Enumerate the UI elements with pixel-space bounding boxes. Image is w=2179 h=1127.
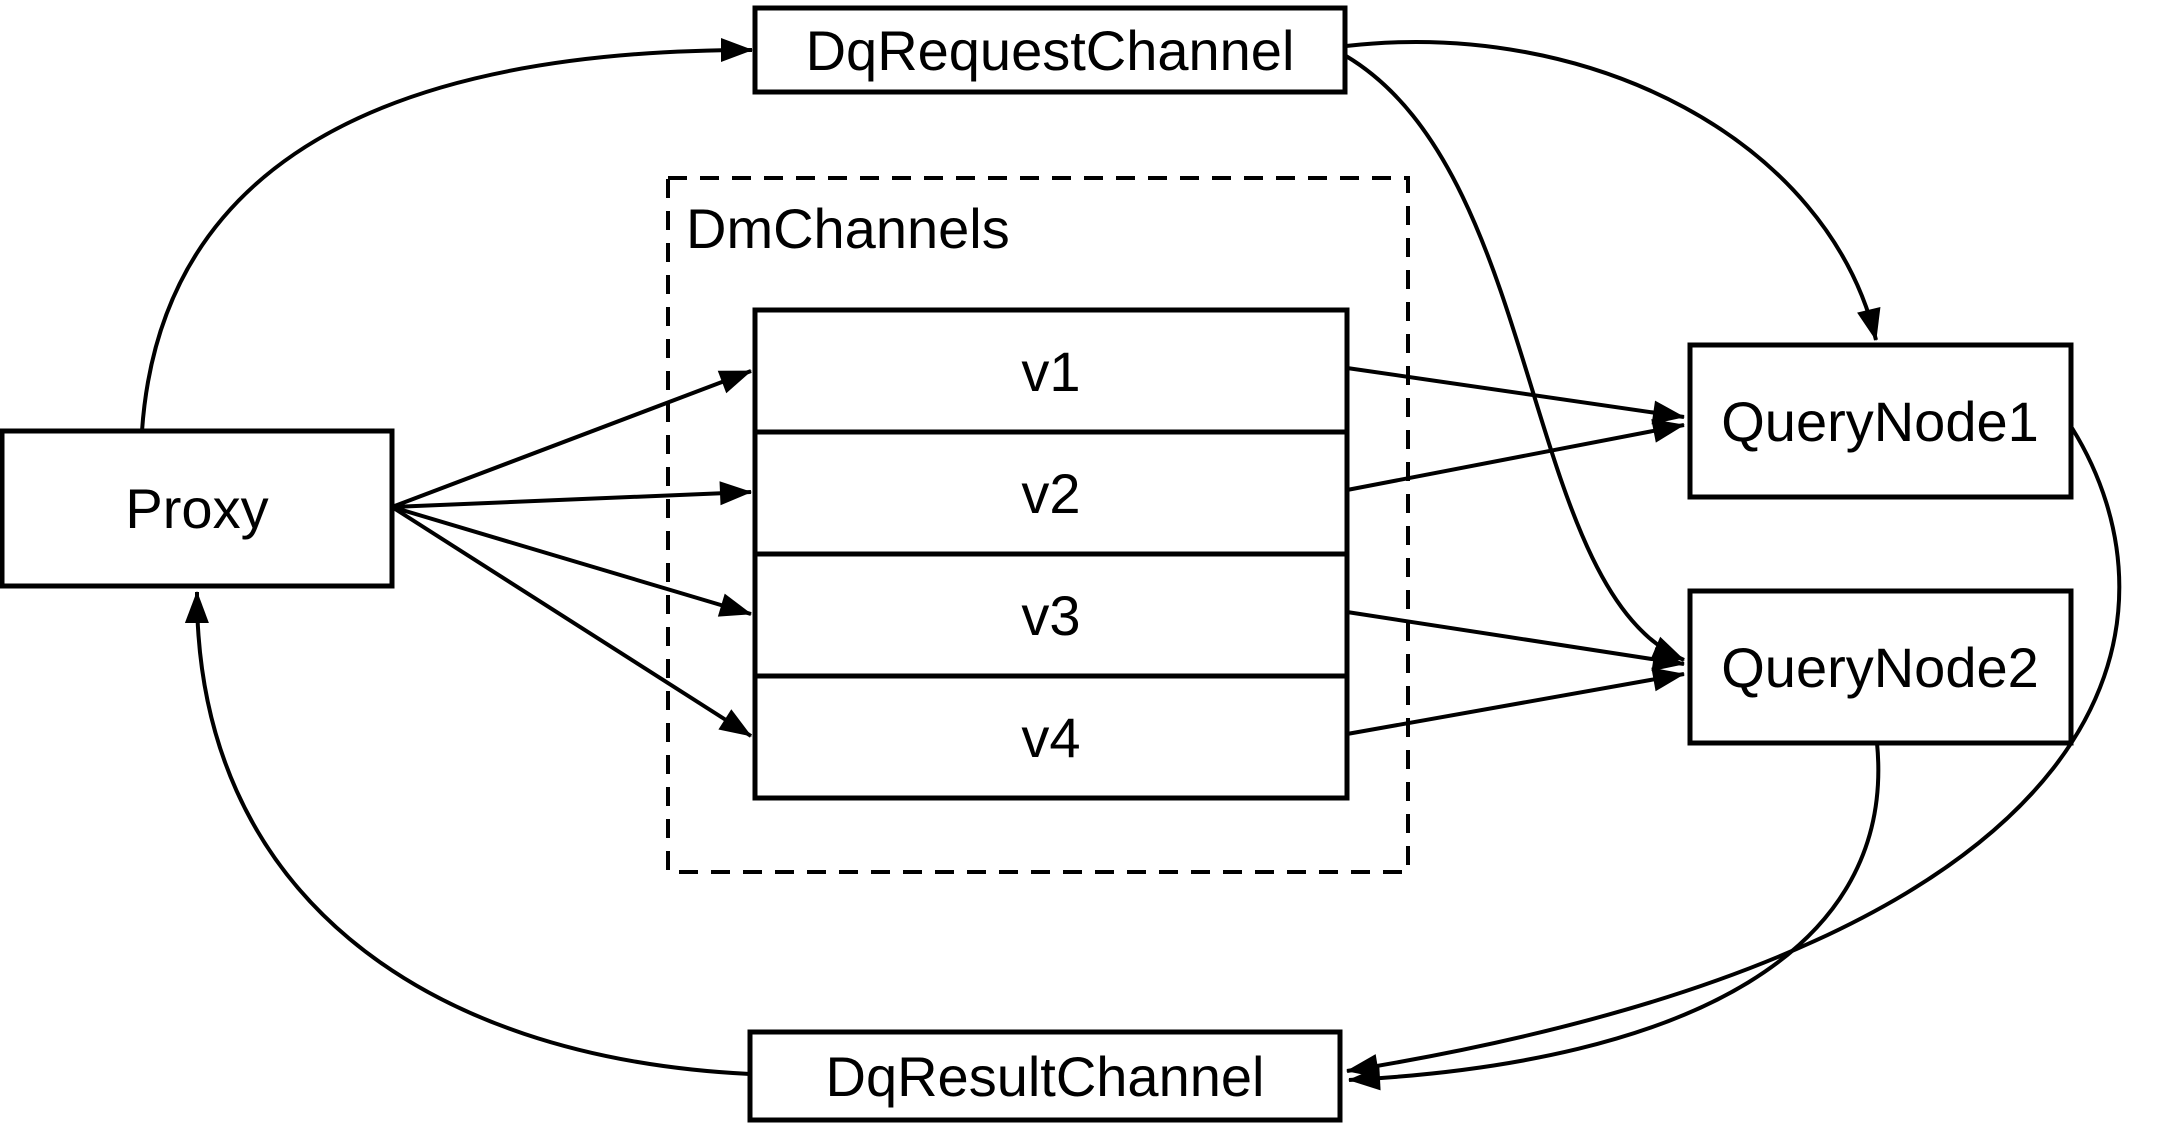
edge-v4-to-query-node-2 — [1346, 667, 1685, 736]
query-node-2-label: QueryNode2 — [1721, 636, 2039, 699]
node-proxy: Proxy — [0, 428, 395, 589]
edge-dq-request-channel-to-query-node-1 — [1345, 40, 1881, 341]
edge-proxy-to-v1 — [391, 369, 752, 509]
proxy-box — [0, 428, 395, 589]
edge-query-node-2-to-dq-result-channel — [1348, 742, 1881, 1091]
node-query-node-2: QueryNode2 — [1687, 588, 2074, 746]
channel-row-v3: v3 — [1021, 584, 1080, 647]
dq-result-channel-label: DqResultChannel — [826, 1045, 1265, 1108]
dm-channels-label: DmChannels — [686, 197, 1010, 260]
query-node-2-box — [1687, 588, 2074, 746]
edge-query-node-1-to-dq-result-channel — [1346, 426, 2122, 1078]
dm-channels-group: DmChannels v1 v2 v3 v4 — [666, 176, 1410, 874]
dm-channels-border — [666, 176, 1410, 874]
edge-proxy-to-dq-request-channel — [140, 38, 753, 432]
dq-request-channel-box — [752, 5, 1348, 95]
dq-request-channel-label: DqRequestChannel — [806, 19, 1295, 82]
edge-proxy-to-v3 — [391, 505, 752, 617]
edge-v2-to-query-node-1 — [1346, 419, 1685, 492]
dm-channels-table: v1 v2 v3 v4 — [752, 307, 1350, 801]
edge-proxy-to-v4 — [390, 505, 753, 738]
edge-v3-to-query-node-2 — [1346, 610, 1685, 672]
node-query-node-1: QueryNode1 — [1687, 342, 2074, 500]
dq-result-channel-box — [747, 1029, 1343, 1123]
node-dq-result-channel: DqResultChannel — [747, 1029, 1343, 1123]
edge-v1-to-query-node-1 — [1346, 366, 1685, 425]
proxy-label: Proxy — [125, 477, 268, 540]
edges-layer — [140, 38, 2122, 1091]
query-node-1-box — [1687, 342, 2074, 500]
edge-dq-request-channel-to-query-node-2 — [1344, 54, 1685, 662]
channel-row-v1: v1 — [1021, 340, 1080, 403]
channel-row-v2: v2 — [1021, 462, 1080, 525]
edge-proxy-to-v2 — [391, 481, 752, 509]
node-dq-request-channel: DqRequestChannel — [752, 5, 1348, 95]
channel-row-v4: v4 — [1021, 706, 1080, 769]
edge-dq-result-channel-to-proxy — [184, 591, 751, 1076]
query-node-1-label: QueryNode1 — [1721, 390, 2039, 453]
